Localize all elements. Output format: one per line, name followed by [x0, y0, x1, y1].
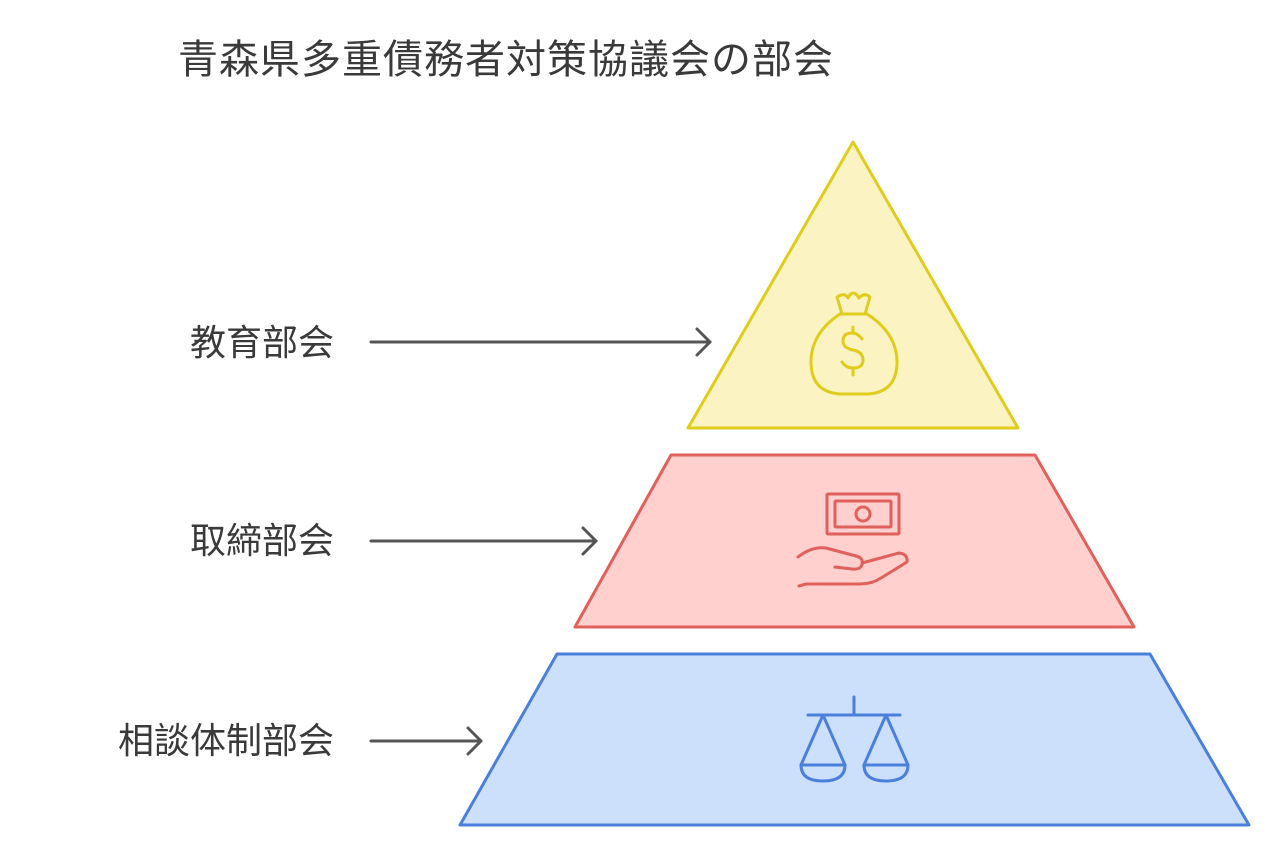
diagram-title: 青森県多重債務者対策協議会の部会 — [178, 37, 834, 83]
level-label-enforcement: 取締部会 — [189, 521, 334, 562]
scales-icon — [799, 695, 910, 783]
level-label-consultation: 相談体制部会 — [117, 721, 334, 762]
money-bag-icon — [809, 291, 899, 396]
arrow-consultation — [369, 726, 483, 756]
pyramid-level-middle — [573, 453, 1136, 629]
pyramid-level-bottom — [458, 652, 1251, 827]
pyramid-level-top — [686, 140, 1020, 430]
arrow-education — [369, 327, 712, 357]
cash-in-hand-icon — [796, 492, 909, 588]
arrow-enforcement — [369, 526, 598, 556]
level-label-education: 教育部会 — [189, 323, 334, 364]
